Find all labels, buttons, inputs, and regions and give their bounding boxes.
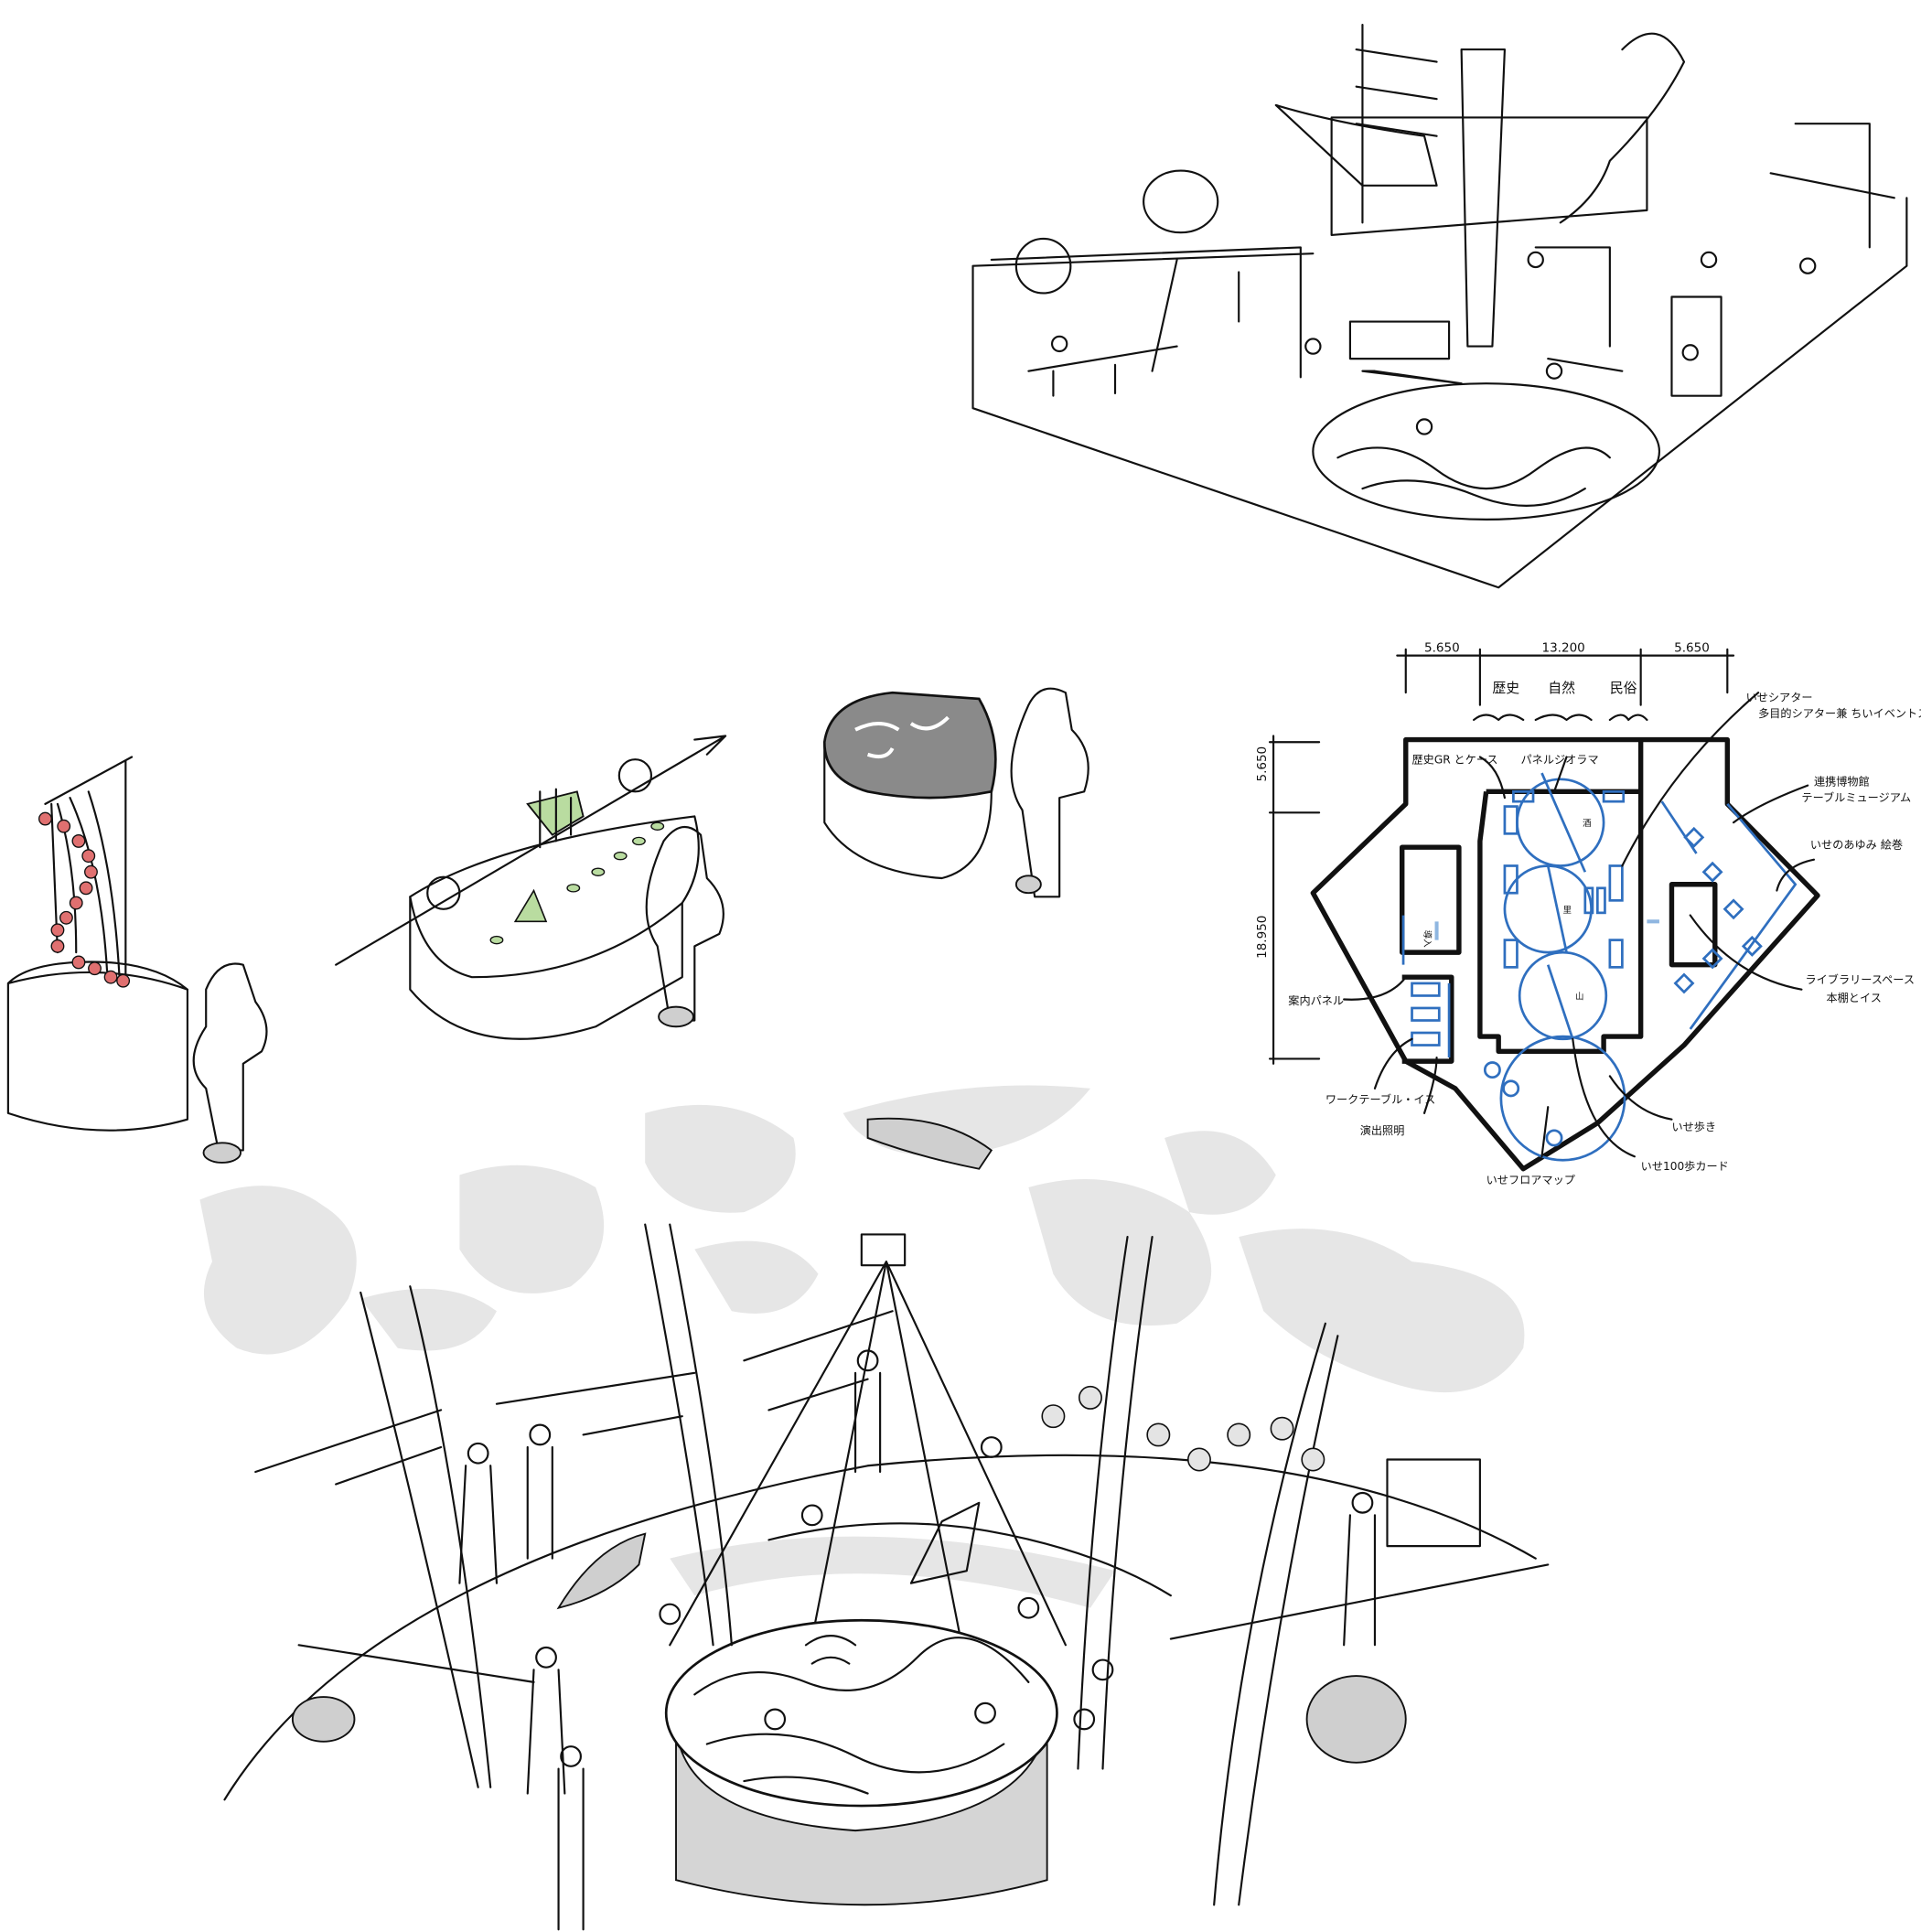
visitor-figures: [1050, 251, 1817, 435]
label-table-museum: テーブルミュージアム: [1801, 790, 1911, 804]
floor-plan: 5.650 13.200 5.650 5.650 18.950 歴史 自然 民俗: [1255, 641, 1921, 1186]
people-figures: [458, 1349, 1377, 1931]
tree-trunks: [360, 1223, 1339, 1906]
harp-exhibit-sketch: [6, 756, 268, 1164]
label-bookshelf-chairs: 本棚とイス: [1826, 991, 1881, 1004]
label-hundred-steps: いせ100歩カード: [1641, 1159, 1729, 1173]
room-mark-sake: 酒: [1583, 819, 1592, 829]
label-ise-scroll: いせのあゆみ 絵巻: [1810, 838, 1903, 852]
zone-history: 歴史: [1492, 680, 1519, 696]
orange-fruit-garlands: [1041, 1385, 1325, 1472]
room-mark-sato: 里: [1562, 906, 1571, 916]
zone-nature: 自然: [1548, 680, 1575, 696]
round-map-table: [664, 1618, 1058, 1808]
zone-folk: 民俗: [1610, 680, 1637, 696]
dimension-right: 5.650: [1674, 641, 1710, 656]
label-worktable: ワークテーブル・イス: [1325, 1092, 1435, 1106]
label-ise-theater: いせシアター: [1746, 692, 1813, 704]
label-floor-map: いせフロアマップ: [1486, 1174, 1575, 1186]
dimension-left: 5.650: [1424, 641, 1460, 656]
label-ise-walk: いせ歩き: [1671, 1120, 1716, 1133]
label-history-case: 歴史GR とケース: [1412, 753, 1498, 766]
label-partner-museum: 連携博物館: [1814, 775, 1870, 789]
room-mark-intro: 導入: [1422, 930, 1433, 948]
leader-lines: [1343, 692, 1816, 1158]
dimension-center: 13.200: [1541, 641, 1584, 656]
label-guide-panel: 案内パネル: [1288, 993, 1344, 1007]
animal-figures: [291, 1117, 1407, 1764]
label-library-space: ライブラリースペース: [1805, 972, 1915, 986]
forest-table-scene: [199, 1085, 1550, 1931]
box-exhibit-sketch: [822, 687, 1089, 898]
table-exhibit-sketch: [335, 735, 727, 1040]
red-balls: [38, 811, 131, 988]
dimension-vertical-bottom: 18.950: [1255, 916, 1270, 959]
room-mark-yama: 山: [1575, 993, 1583, 1003]
label-multipurpose-theater: 多目的シアター兼 ちいイベントスペース: [1758, 706, 1921, 720]
label-panel-diorama: パネルジオラマ: [1521, 753, 1599, 766]
plan-blue-furniture: [1401, 772, 1798, 1162]
exhibition-perspective-sketch: [971, 23, 1908, 589]
wall-panels: [254, 1310, 1481, 1548]
label-lighting: 演出照明: [1360, 1123, 1405, 1137]
dimension-vertical-top: 5.650: [1255, 746, 1270, 782]
tree-canopies: [199, 1085, 1525, 1393]
